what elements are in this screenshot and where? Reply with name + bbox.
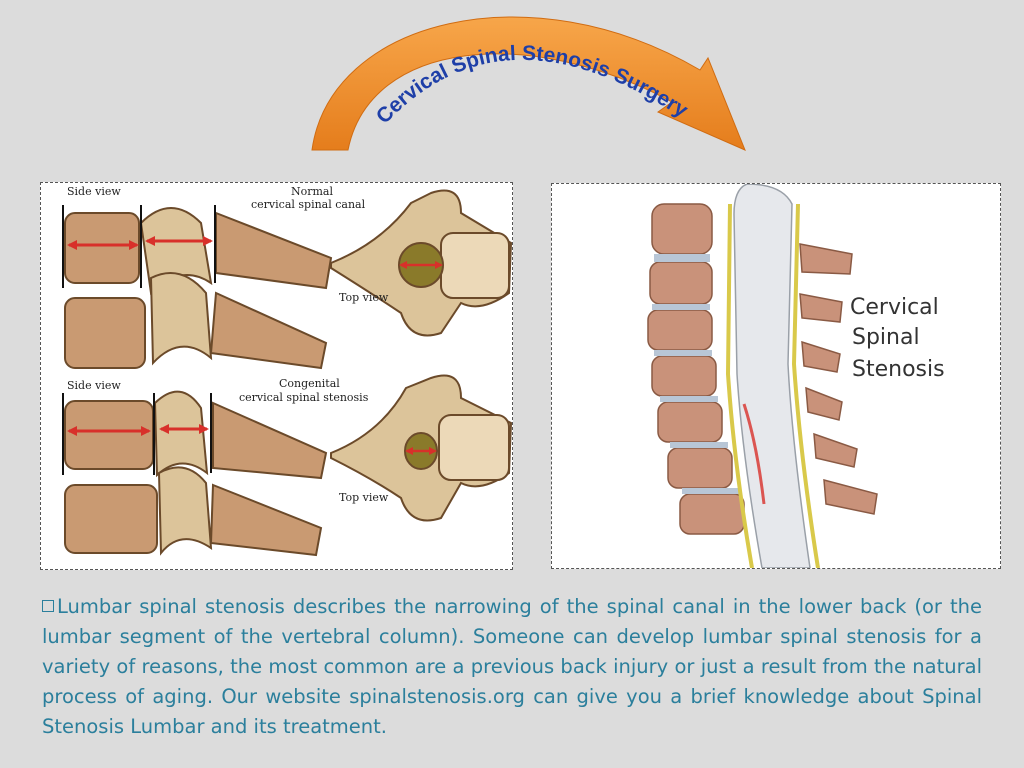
normal-side-view-label: Side view <box>67 185 121 198</box>
cervical-label-line3: Stenosis <box>852 357 945 382</box>
congenital-caption-line2: cervical spinal stenosis <box>239 391 369 404</box>
body-paragraph-text: Lumbar spinal stenosis describes the nar… <box>42 595 982 738</box>
normal-top-view-label: Top view <box>339 291 389 304</box>
cervical-spine-figure: Cervical Spinal Stenosis <box>551 183 1001 569</box>
cervical-label-line1: Cervical <box>850 295 939 320</box>
congenital-side-view-label: Side view <box>67 379 121 392</box>
cervical-label-line2: Spinal <box>852 325 920 350</box>
congenital-side-view-diagram <box>63 392 326 555</box>
normal-caption-line1: Normal <box>291 185 333 198</box>
normal-vs-congenital-figure: Side view Normal cervical spinal canal T… <box>40 182 513 570</box>
curved-arrow-shape <box>312 17 745 150</box>
normal-top-view-diagram <box>331 191 511 336</box>
normal-caption-line2: cervical spinal canal <box>251 198 366 211</box>
normal-side-view-diagram <box>63 205 331 368</box>
body-paragraph: Lumbar spinal stenosis describes the nar… <box>42 592 982 742</box>
curved-arrow-title: Cervical Spinal Stenosis Surgery <box>300 0 770 165</box>
congenital-top-view-label: Top view <box>339 491 389 504</box>
congenital-caption-line1: Congenital <box>279 377 340 390</box>
checkbox-bullet-icon <box>42 600 54 612</box>
cervical-spine-illustration <box>648 184 877 568</box>
